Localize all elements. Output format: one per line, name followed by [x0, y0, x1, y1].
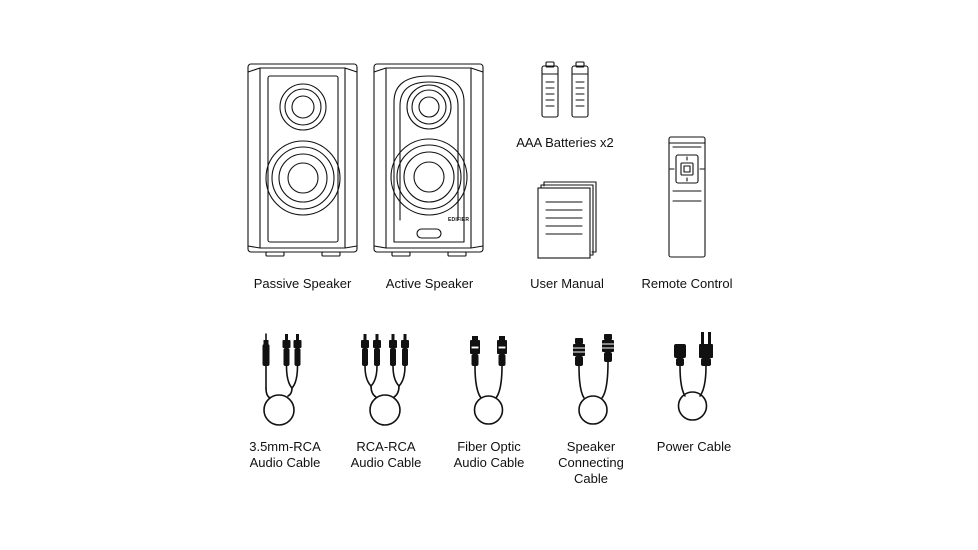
cable-fiber-optic-label: Fiber Optic Audio Cable: [429, 439, 549, 471]
user-manual-label: User Manual: [530, 276, 604, 291]
remote-control: [667, 135, 707, 259]
aaa-battery-icon: [541, 61, 589, 118]
cable-speaker-label-line-2: Connecting: [558, 455, 624, 470]
user-manual-icon: [537, 181, 597, 259]
cable-35mm-rca-label-line-1: 3.5mm-RCA: [249, 439, 321, 454]
cable-35mm-rca: [260, 330, 310, 430]
user-manual: [536, 180, 600, 260]
remote-control-label: Remote Control: [641, 276, 733, 291]
cable-power: [668, 330, 724, 426]
passive-speaker: [246, 62, 361, 257]
edifier-logo: EDIFIER: [448, 217, 470, 223]
cable-35mm-rca-label: 3.5mm-RCA Audio Cable: [225, 439, 345, 471]
active-speaker-label: Active Speaker: [385, 276, 474, 291]
passive-speaker-icon: [247, 63, 358, 257]
active-speaker: EDIFIER: [372, 62, 487, 257]
cable-rca-rca-label-line-2: Audio Cable: [350, 455, 422, 470]
cable-fiber-optic-icon: [470, 336, 507, 425]
cable-fiber-optic-label-line-2: Audio Cable: [453, 455, 525, 470]
cable-rca-rca: [360, 330, 412, 430]
cable-speaker: [568, 330, 618, 430]
cable-rca-rca-label: RCA-RCA Audio Cable: [326, 439, 446, 471]
batteries-label: AAA Batteries x2: [516, 135, 614, 150]
active-speaker-icon: [373, 63, 484, 257]
cable-35mm-rca-label-line-2: Audio Cable: [249, 455, 321, 470]
remote-control-icon: [668, 136, 706, 258]
cable-speaker-label-line-1: Speaker: [566, 439, 616, 454]
passive-speaker-label: Passive Speaker: [253, 276, 352, 291]
cable-speaker-icon: [573, 334, 614, 425]
cable-fiber-optic: [466, 330, 512, 430]
cable-fiber-optic-label-line-1: Fiber Optic: [457, 439, 521, 454]
cable-speaker-label: Speaker Connecting Cable: [531, 439, 651, 487]
cable-35mm-rca-icon: [262, 333, 302, 426]
cable-power-label: Power Cable: [656, 439, 732, 454]
cable-speaker-label-line-3: Cable: [574, 471, 608, 486]
power-cable-icon: [674, 332, 713, 421]
cable-rca-rca-icon: [361, 334, 409, 426]
cable-rca-rca-label-line-1: RCA-RCA: [356, 439, 416, 454]
aaa-batteries: [540, 60, 596, 120]
